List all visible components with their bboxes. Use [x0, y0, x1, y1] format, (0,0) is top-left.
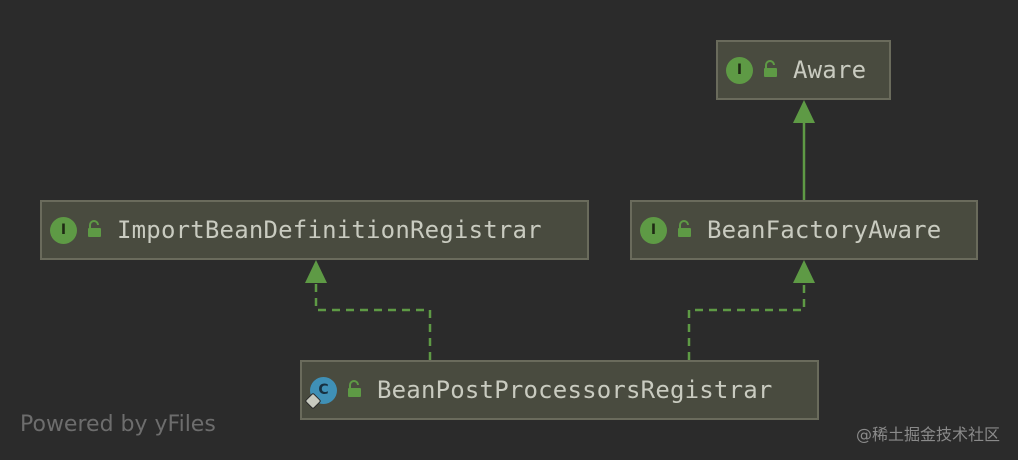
interface-badge-icon: I — [50, 216, 77, 244]
unlocked-padlock-icon — [763, 56, 779, 84]
unlocked-padlock-icon — [677, 216, 693, 244]
interface-badge-icon: I — [640, 216, 667, 244]
interface-badge-icon: I — [726, 56, 753, 84]
node-import-bean-definition-registrar[interactable]: I ImportBeanDefinitionRegistrar — [40, 200, 589, 260]
powered-by-text: Powered by yFiles — [20, 412, 216, 437]
node-label: Aware — [793, 56, 867, 84]
edge-registrar-to-importbeandefinitionregistrar — [305, 260, 432, 360]
node-label: ImportBeanDefinitionRegistrar — [117, 216, 542, 244]
node-label: BeanPostProcessorsRegistrar — [377, 376, 773, 404]
watermark-text: @稀土掘金技术社区 — [855, 425, 1000, 444]
class-badge-icon: C — [304, 376, 337, 409]
unlocked-padlock-icon — [87, 216, 103, 244]
edge-beanfactoryaware-to-aware — [793, 100, 815, 200]
node-label: BeanFactoryAware — [707, 216, 942, 244]
class-badge-letter: C — [318, 382, 329, 398]
unlocked-padlock-icon — [347, 376, 363, 404]
node-bean-factory-aware[interactable]: I BeanFactoryAware — [630, 200, 978, 260]
node-aware[interactable]: I Aware — [716, 40, 891, 100]
node-bean-post-processors-registrar[interactable]: C BeanPostProcessorsRegistrar — [300, 360, 819, 420]
edge-registrar-to-beanfactoryaware — [687, 260, 815, 360]
